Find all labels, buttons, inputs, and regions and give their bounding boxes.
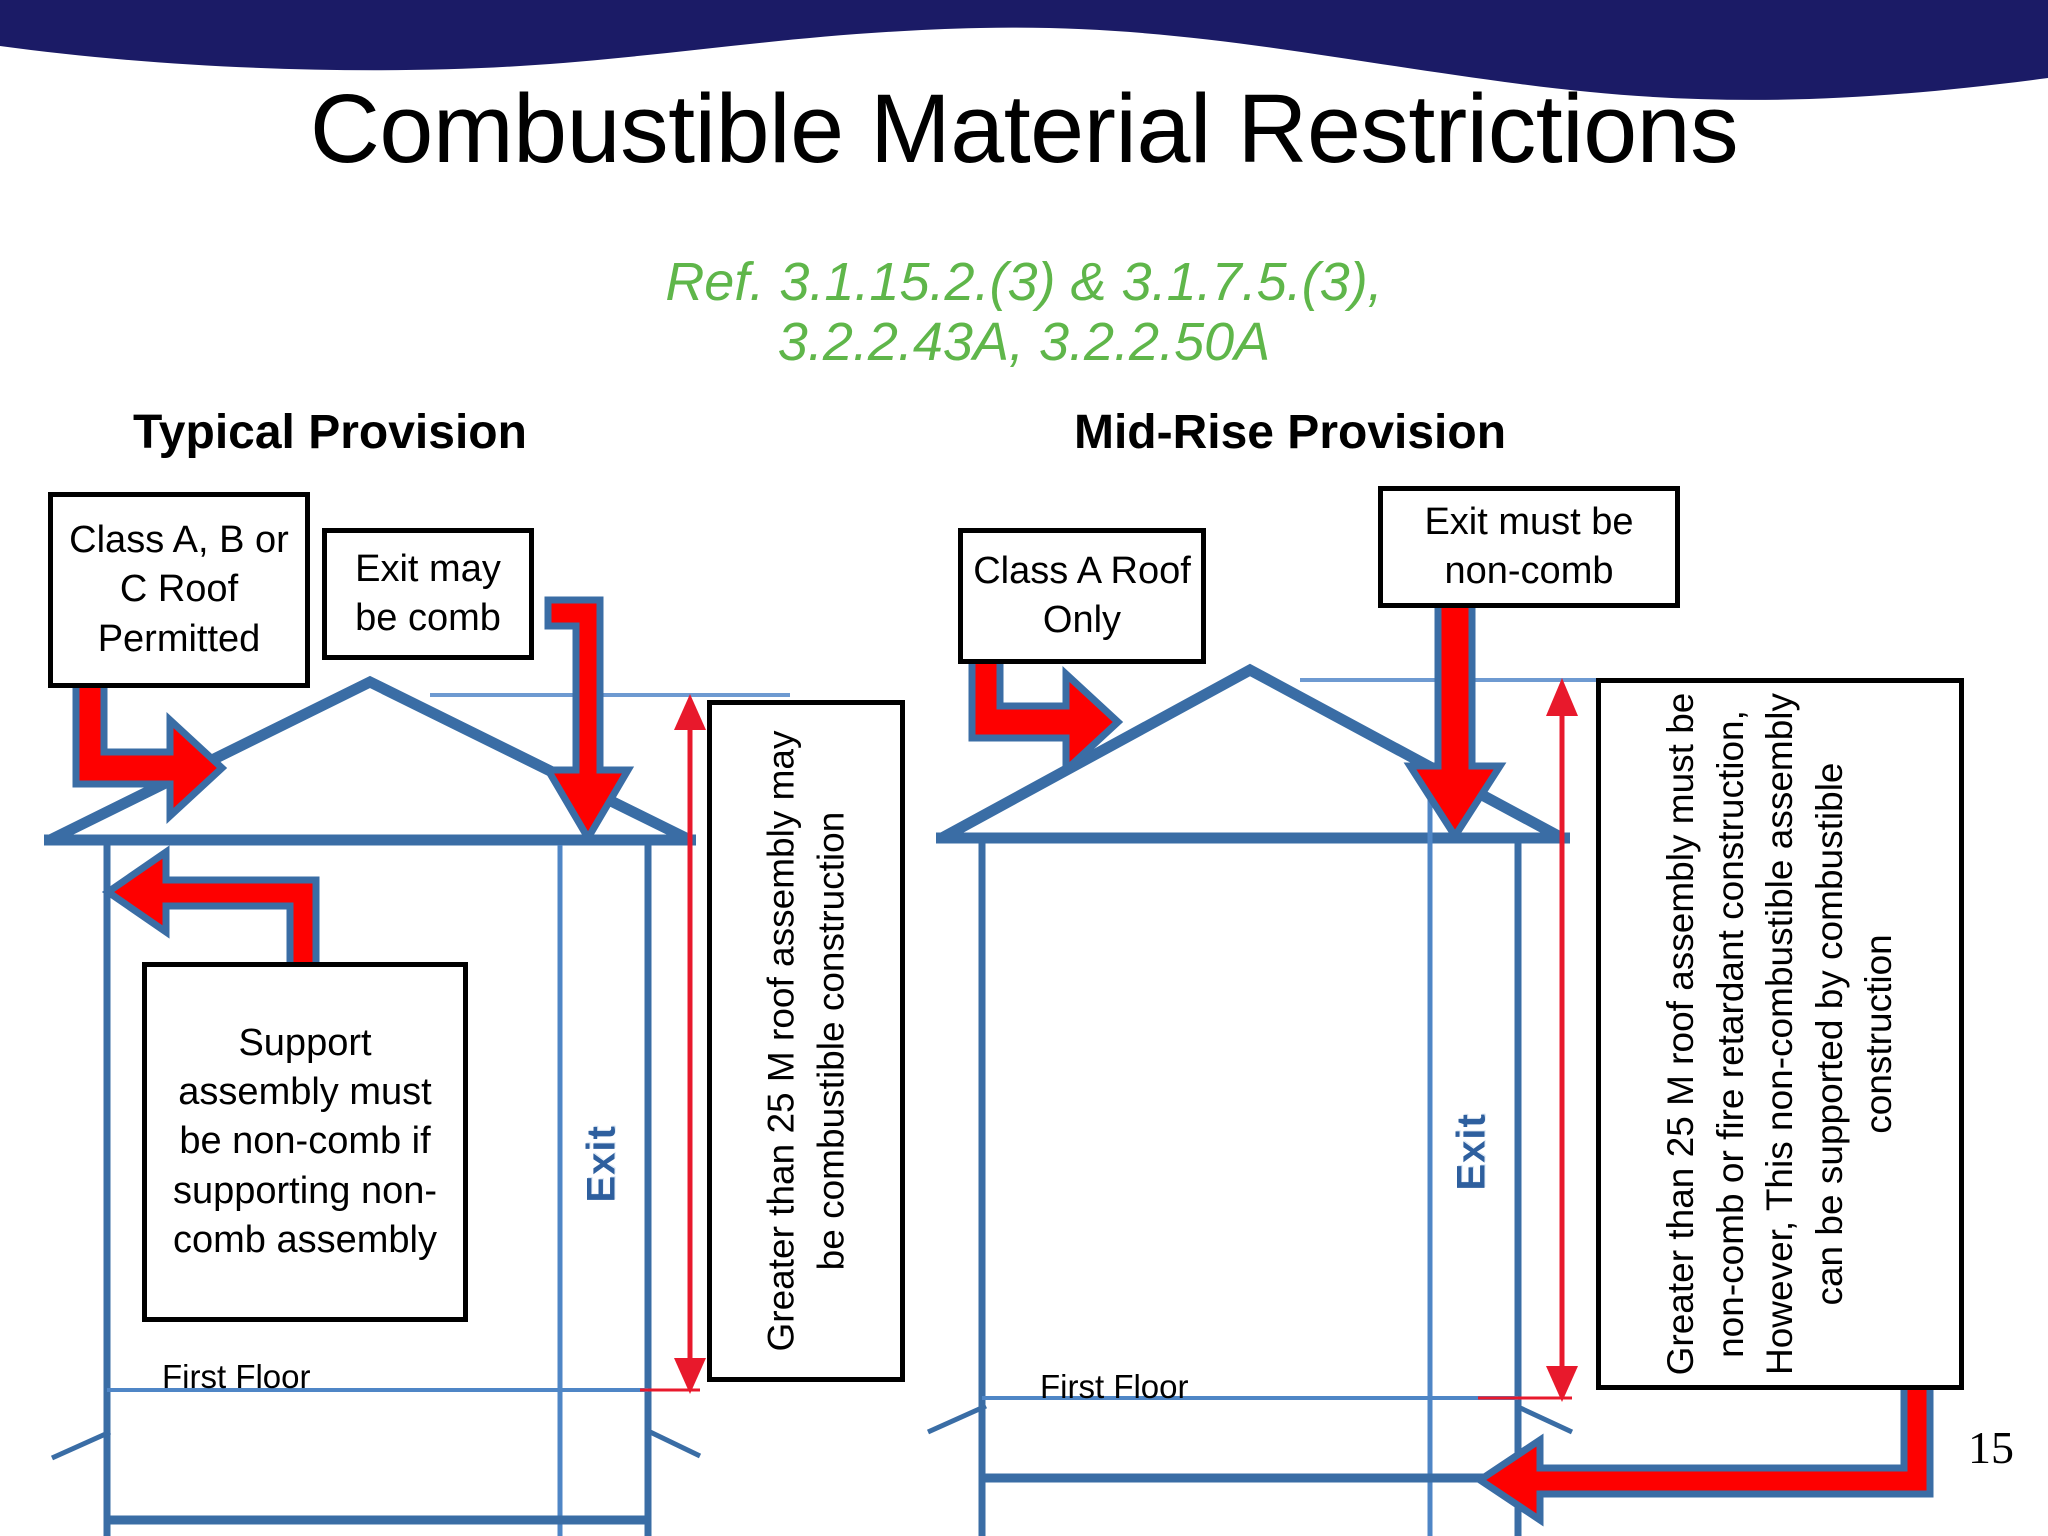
left-dimension-arrowhead-top: [674, 694, 706, 730]
left-dimension-arrowhead-bottom: [674, 1358, 706, 1394]
callout-exit-may-be-comb-text: Exit may be comb: [355, 547, 501, 639]
heading-mid-rise-provision: Mid-Rise Provision: [1073, 406, 1507, 459]
callout-class-abc-roof[interactable]: Class A, B or C Roof Permitted: [48, 492, 310, 688]
right-roof-gable: [939, 663, 1565, 843]
callout-greater-than-25m-left[interactable]: Greater than 25 M roof assembly may be c…: [707, 700, 905, 1382]
right-break-tick-right: [1514, 1403, 1574, 1435]
left-arrow-support: [101, 845, 320, 972]
right-arrow-exit-shape: [1403, 596, 1507, 843]
callout-greater-than-25m-left-text: Greater than 25 M roof assembly may be c…: [760, 730, 851, 1352]
navy-wave-path: [0, 0, 2048, 100]
left-break-tick-left: [50, 1429, 112, 1461]
right-arrow-exit: [1403, 596, 1507, 843]
page-title: Combustible Material Restrictions: [309, 74, 1739, 183]
wave-shape-svg: [0, 0, 2048, 100]
callout-exit-must-be-non-comb-text: Exit must be non-comb: [1424, 500, 1634, 592]
left-dimension-arrow: [640, 694, 706, 1394]
right-dimension-arrowhead-bottom: [1546, 1366, 1578, 1402]
left-break-tick-right: [644, 1427, 702, 1459]
left-arrow-roof-shape: [72, 680, 228, 824]
heading-typical-provision: Typical Provision: [133, 406, 527, 459]
first-floor-label-right: First Floor: [1040, 1368, 1189, 1405]
right-arrow-foundation-shape: [1473, 1382, 1934, 1527]
exit-label-right-text: Exit: [1449, 1113, 1494, 1191]
callout-greater-than-25m-right[interactable]: Greater than 25 M roof assembly must be …: [1596, 678, 1964, 1390]
subtitle-line-2: 3.2.2.43A, 3.2.2.50A: [777, 312, 1271, 373]
right-building: [926, 663, 1620, 1536]
right-dimension-arrow: [1478, 678, 1578, 1402]
exit-label-right: Exit: [1442, 1113, 1502, 1198]
exit-label-left-text: Exit: [579, 1125, 624, 1203]
callout-class-a-roof-only-text: Class A Roof Only: [973, 549, 1191, 641]
exit-label-left: Exit: [572, 1125, 632, 1210]
left-arrow-roof: [72, 680, 228, 824]
left-arrow-support-shape: [101, 845, 320, 972]
page-subtitle: Ref. 3.1.15.2.(3) & 3.1.7.5.(3), 3.2.2.4…: [0, 252, 2048, 373]
callout-exit-may-be-comb[interactable]: Exit may be comb: [322, 528, 534, 660]
callout-class-abc-roof-text: Class A, B or C Roof Permitted: [69, 518, 289, 660]
callout-exit-must-be-non-comb[interactable]: Exit must be non-comb: [1378, 486, 1680, 608]
left-arrow-exit-shape: [541, 596, 635, 845]
callout-support-assembly-text: Support assembly must be non-comb if sup…: [172, 1021, 438, 1262]
callout-greater-than-25m-right-text: Greater than 25 M roof assembly must be …: [1660, 692, 1900, 1376]
right-dimension-arrowhead-top: [1546, 678, 1578, 716]
right-arrow-foundation: [1473, 1382, 1934, 1527]
first-floor-label-left: First Floor: [162, 1358, 311, 1395]
left-arrow-exit: [541, 596, 635, 845]
subtitle-line-1: Ref. 3.1.15.2.(3) & 3.1.7.5.(3),: [665, 252, 1383, 312]
right-break-tick-left: [926, 1403, 988, 1435]
left-roof-gable: [47, 675, 693, 845]
page-number: 15: [1968, 1422, 2014, 1473]
callout-support-assembly[interactable]: Support assembly must be non-comb if sup…: [142, 962, 468, 1322]
top-wave-banner: [0, 0, 2048, 110]
callout-class-a-roof-only[interactable]: Class A Roof Only: [958, 528, 1206, 664]
